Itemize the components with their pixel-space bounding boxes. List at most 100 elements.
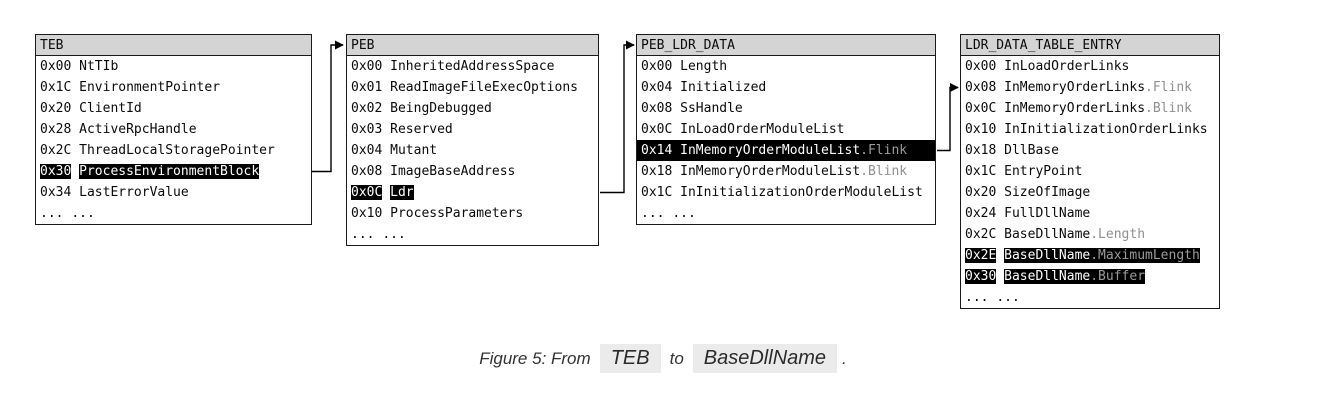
struct-row-offset: 0x08 [965,80,997,95]
struct-row-name: InMemoryOrderModuleList.Flink [680,143,908,158]
struct-row-name: Reserved [390,122,453,137]
struct-row-offset: 0x2C [40,143,72,158]
struct-row-offset: 0x18 [641,164,673,179]
struct-row-offset: 0x2C [965,227,997,242]
struct-row-offset: 0x2E [965,248,997,263]
struct-row-offset: 0x01 [351,80,383,95]
struct-row-peb_ldr_data-0x08: 0x08 SsHandle [637,98,935,119]
struct-row-offset: 0x30 [40,164,72,179]
struct-row-name-suffix: .Flink [860,143,908,158]
struct-row-name: ClientId [79,101,142,116]
struct-row-offset: 0x03 [351,122,383,137]
struct-row-peb-0x08: 0x08 ImageBaseAddress [347,161,598,182]
struct-row-offset: 0x04 [641,80,673,95]
struct-row-offset: 0x20 [965,185,997,200]
struct-row-peb-0x0C: 0x0C Ldr [347,182,598,203]
struct-row-offset: 0x02 [351,101,383,116]
figure-caption: Figure 5: From TEB to BaseDllName . [0,344,1326,373]
struct-table-ldr-data-table-entry-title: LDR_DATA_TABLE_ENTRY [961,35,1219,56]
struct-row-name-suffix: .Buffer [1090,269,1146,284]
struct-row-name: InInitializationOrderModuleList [680,185,923,200]
struct-table-teb-title: TEB [36,35,311,56]
struct-row-offset: 0x0C [351,185,383,200]
struct-table-peb: PEB 0x00 InheritedAddressSpace 0x01 ReadI… [346,34,599,246]
struct-row-ldr_data_table_entry-0x10: 0x10 InInitializationOrderLinks [961,119,1219,140]
struct-row-peb-0x04: 0x04 Mutant [347,140,598,161]
struct-table-peb-ldr-data-title: PEB_LDR_DATA [637,35,935,56]
struct-row-name: InMemoryOrderLinks.Flink [1004,80,1192,95]
struct-row-name: NtTIb [79,59,119,74]
struct-row-peb-0x10: 0x10 ProcessParameters [347,203,598,224]
struct-row-name: EntryPoint [1004,164,1083,179]
struct-table-peb-title: PEB [347,35,598,56]
struct-row-offset: 0x20 [40,101,72,116]
struct-table-ldr-data-table-entry: LDR_DATA_TABLE_ENTRY 0x00 InLoadOrderLin… [960,34,1220,309]
struct-row-name: ThreadLocalStoragePointer [79,143,275,158]
struct-row-offset: 0x1C [40,80,72,95]
struct-row-name: InMemoryOrderModuleList.Blink [680,164,908,179]
caption-prefix: Figure 5: From [479,348,591,368]
arrow-peb-ldr-data-to-entry [937,83,959,152]
struct-row-teb-0x1C: 0x1C EnvironmentPointer [36,77,311,98]
struct-row-name: Ldr [390,185,414,200]
struct-row-ldr_data_table_entry-0x00: 0x00 InLoadOrderLinks [961,56,1219,77]
struct-row-name: Mutant [390,143,438,158]
struct-row-peb_ldr_data-0x0C: 0x0C InLoadOrderModuleList [637,119,935,140]
struct-row-name: DllBase [1004,143,1059,158]
struct-row-offset: 0x18 [965,143,997,158]
struct-row-offset: 0x08 [641,101,673,116]
struct-row-offset: 0x00 [40,59,72,74]
struct-row-peb-0x00: 0x00 InheritedAddressSpace [347,56,598,77]
arrow-peb-to-peb-ldr-data [600,40,635,194]
struct-row-teb-0x30: 0x30 ProcessEnvironmentBlock [36,161,311,182]
struct-row-name: InheritedAddressSpace [390,59,555,74]
struct-row-name: InMemoryOrderLinks.Blink [1004,101,1192,116]
struct-row-peb_ldr_data-0x00: 0x00 Length [637,56,935,77]
struct-row-ldr_data_table_entry-0x24: 0x24 FullDllName [961,203,1219,224]
struct-row-name: BaseDllName.Length [1004,227,1146,242]
struct-row-name: ReadImageFileExecOptions [390,80,578,95]
struct-row-ldr_data_table_entry-0x1C: 0x1C EntryPoint [961,161,1219,182]
struct-row-name: BaseDllName.Buffer [1004,269,1146,284]
struct-row-name: ProcessParameters [390,206,524,221]
struct-row-offset: 0x00 [351,59,383,74]
struct-row-offset: 0x0C [641,122,673,137]
struct-row-offset: 0x08 [351,164,383,179]
struct-row-name: EnvironmentPointer [79,80,221,95]
struct-row-peb_ldr_data-etcetcetc: ... ... [637,203,935,224]
struct-row-name: InLoadOrderModuleList [680,122,845,137]
struct-row-offset: 0x10 [965,122,997,137]
struct-row-offset: 0x30 [965,269,997,284]
struct-row-ldr_data_table_entry-0x08: 0x08 InMemoryOrderLinks.Flink [961,77,1219,98]
struct-row-ldr_data_table_entry-0x2C: 0x2C BaseDllName.Length [961,224,1219,245]
struct-row-offset: 0x04 [351,143,383,158]
struct-row-name-suffix: .Length [1090,227,1146,242]
struct-row-name: FullDllName [1004,206,1091,221]
struct-row-name-suffix: .Blink [860,164,908,179]
struct-row-name: BaseDllName.MaximumLength [1004,248,1200,263]
struct-row-name: Initialized [680,80,767,95]
struct-row-offset: 0x0C [965,101,997,116]
struct-row-teb-0x00: 0x00 NtTIb [36,56,311,77]
struct-row-name: ProcessEnvironmentBlock [79,164,260,179]
struct-row-name: BeingDebugged [390,101,492,116]
struct-row-offset: 0x10 [351,206,383,221]
struct-row-offset: ... [965,290,989,305]
struct-row-name: LastErrorValue [79,185,189,200]
struct-row-ldr_data_table_entry-0x2E: 0x2E BaseDllName.MaximumLength [961,245,1219,266]
struct-row-teb-0x2C: 0x2C ThreadLocalStoragePointer [36,140,311,161]
struct-row-name: ImageBaseAddress [390,164,516,179]
struct-row-offset: ... [641,206,665,221]
struct-row-peb_ldr_data-0x14: 0x14 InMemoryOrderModuleList.Flink [637,140,935,161]
struct-row-peb-0x03: 0x03 Reserved [347,119,598,140]
struct-row-peb_ldr_data-0x04: 0x04 Initialized [637,77,935,98]
arrow-teb-to-peb [312,40,344,173]
struct-row-name-suffix: .MaximumLength [1090,248,1200,263]
struct-row-offset: 0x1C [965,164,997,179]
struct-row-teb-0x28: 0x28 ActiveRpcHandle [36,119,311,140]
struct-row-offset: 0x24 [965,206,997,221]
struct-row-ldr_data_table_entry-0x30: 0x30 BaseDllName.Buffer [961,266,1219,287]
